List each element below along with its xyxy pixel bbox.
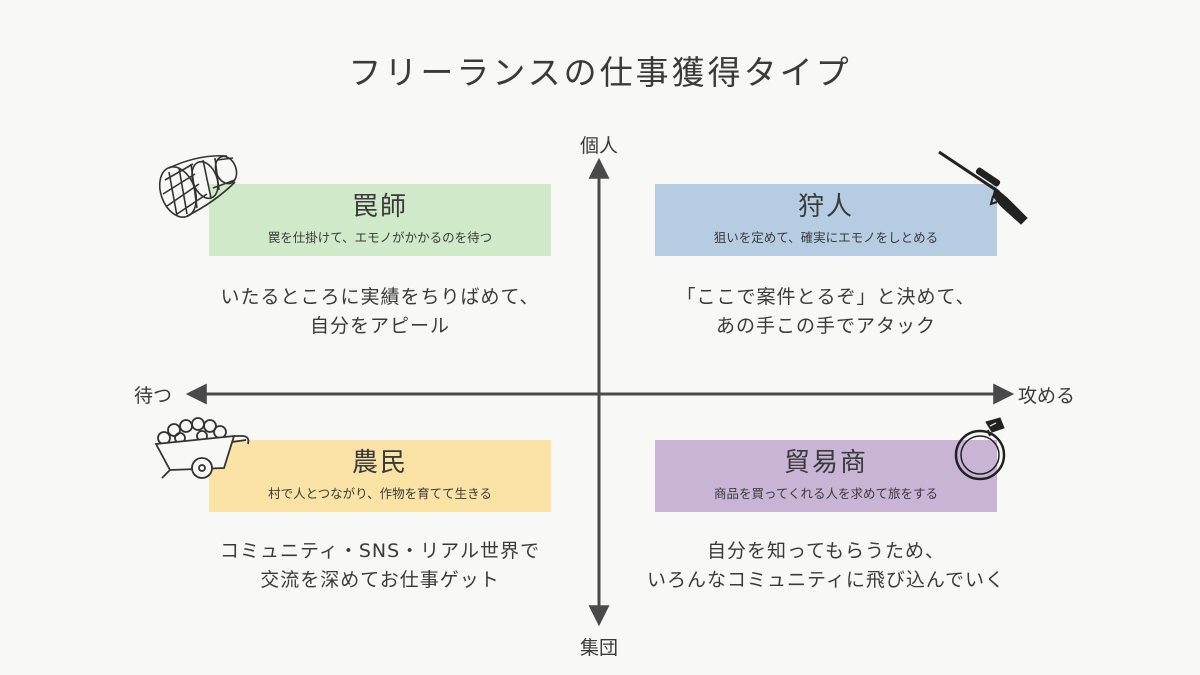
rifle-icon (938, 150, 1028, 225)
quadrant-hunter-desc-line1: 「ここで案件とるぞ」と決めて、 (676, 286, 976, 308)
quadrant-trapper-desc-line2: 自分をアピール (309, 315, 450, 337)
quadrant-trapper-description: いたるところに実績をちりばめて、 自分をアピール (160, 283, 600, 341)
quadrant-trader-desc-line1: 自分を知ってもらうため、 (706, 540, 946, 562)
axis-label-right: 攻める (1018, 385, 1076, 407)
quadrant-trader-description: 自分を知ってもらうため、 いろんなコミュニティに飛び込んでいく (606, 537, 1046, 595)
axis-label-left: 待つ (134, 385, 173, 407)
quadrant-hunter-name: 狩人 (797, 192, 854, 222)
axis-label-bottom: 集団 (579, 637, 618, 659)
quadrant-trader-card: 貿易商 商品を買ってくれる人を求めて旅をする (655, 440, 997, 512)
quadrant-farmer-card: 農民 村で人とつながり、作物を育てて生きる (209, 440, 551, 512)
net-trap-icon (158, 154, 238, 218)
quadrant-hunter-description: 「ここで案件とるぞ」と決めて、 あの手この手でアタック (606, 283, 1046, 341)
page-title: フリーランスの仕事獲得タイプ (348, 53, 852, 92)
axis-label-top: 個人 (579, 135, 618, 157)
quadrant-farmer-subtitle: 村で人とつながり、作物を育てて生きる (268, 486, 492, 501)
quadrant-hunter-subtitle: 狙いを定めて、確実にエモノをしとめる (713, 230, 939, 245)
quadrant-farmer-desc-line1: コミュニティ・SNS・リアル世界で (219, 540, 540, 562)
harvest-cart-icon (154, 417, 250, 479)
quadrant-trader-name: 貿易商 (783, 448, 868, 478)
diamond-ring-icon (954, 417, 1006, 481)
quadrant-trader-desc-line2: いろんなコミュニティに飛び込んでいく (647, 569, 1005, 591)
quadrant-hunter-card: 狩人 狙いを定めて、確実にエモノをしとめる (655, 184, 997, 256)
quadrant-farmer-description: コミュニティ・SNS・リアル世界で 交流を深めてお仕事ゲット (160, 537, 600, 595)
quadrant-trapper-name: 罠師 (351, 192, 408, 222)
quadrant-trapper-desc-line1: いたるところに実績をちりばめて、 (220, 286, 540, 308)
quadrant-trapper-subtitle: 罠を仕掛けて、エモノがかかるのを待つ (267, 230, 493, 245)
quadrant-hunter-desc-line2: あの手この手でアタック (715, 315, 936, 337)
quadrant-trapper-card: 罠師 罠を仕掛けて、エモノがかかるのを待つ (209, 184, 551, 256)
quadrant-farmer-desc-line2: 交流を深めてお仕事ゲット (260, 569, 500, 591)
quadrant-trader-subtitle: 商品を買ってくれる人を求めて旅をする (713, 486, 938, 501)
quadrant-farmer-name: 農民 (351, 448, 408, 478)
